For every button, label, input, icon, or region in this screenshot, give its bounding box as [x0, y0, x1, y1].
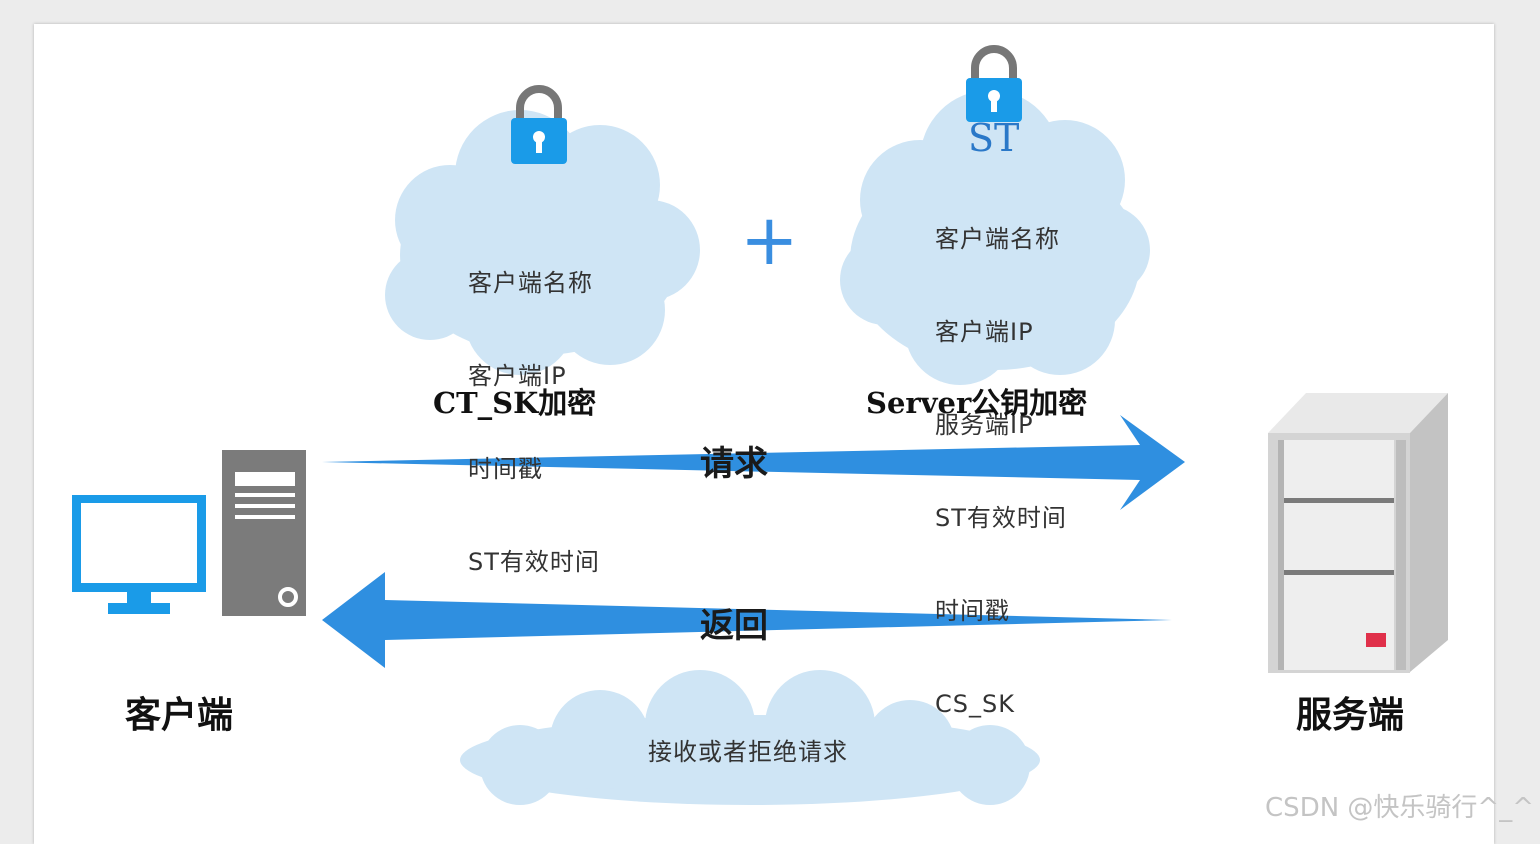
server-label: 服务端	[1296, 695, 1405, 736]
watermark: CSDN @快乐骑行^_^	[1265, 793, 1534, 823]
left-cloud-line: 客户端IP	[468, 362, 567, 390]
right-cloud-caption: Server公钥加密	[866, 386, 1088, 420]
left-cloud-caption: CT_SK加密	[433, 386, 597, 420]
bottom-cloud-shape	[460, 670, 1040, 805]
left-cloud-text: 客户端名称 客户端IP 时间戳 ST有效时间	[468, 206, 600, 640]
response-arrow	[322, 572, 1172, 668]
pc-tower-icon	[222, 450, 306, 616]
request-arrow	[322, 415, 1185, 510]
right-cloud-line: 客户端名称	[935, 225, 1060, 253]
right-cloud-text: 客户端名称 客户端IP 服务端IP ST有效时间 时间戳 CS_SK	[935, 162, 1067, 782]
left-cloud-shape	[385, 110, 700, 375]
st-title: ST	[968, 116, 1020, 160]
right-cloud-line: 时间戳	[935, 597, 1010, 625]
right-cloud-shape	[840, 90, 1150, 385]
right-cloud-line: 客户端IP	[935, 318, 1034, 346]
plus-sign: +	[740, 199, 799, 281]
left-cloud-line: 时间戳	[468, 455, 543, 483]
server-icon	[1268, 393, 1448, 673]
client-label: 客户端	[125, 695, 234, 736]
right-cloud-line: CS_SK	[935, 690, 1015, 718]
slide-panel	[34, 24, 1494, 844]
request-label: 请求	[700, 444, 768, 484]
right-cloud-line: 服务端IP	[935, 411, 1034, 439]
bottom-cloud-text: 接收或者拒绝请求	[648, 738, 848, 766]
left-cloud-line: ST有效时间	[468, 548, 600, 576]
right-cloud-line: ST有效时间	[935, 504, 1067, 532]
lock-icon-right	[966, 45, 1022, 122]
left-cloud-line: 客户端名称	[468, 269, 593, 297]
lock-icon-left	[511, 85, 567, 164]
monitor-icon	[72, 495, 206, 614]
response-label: 返回	[700, 606, 768, 646]
